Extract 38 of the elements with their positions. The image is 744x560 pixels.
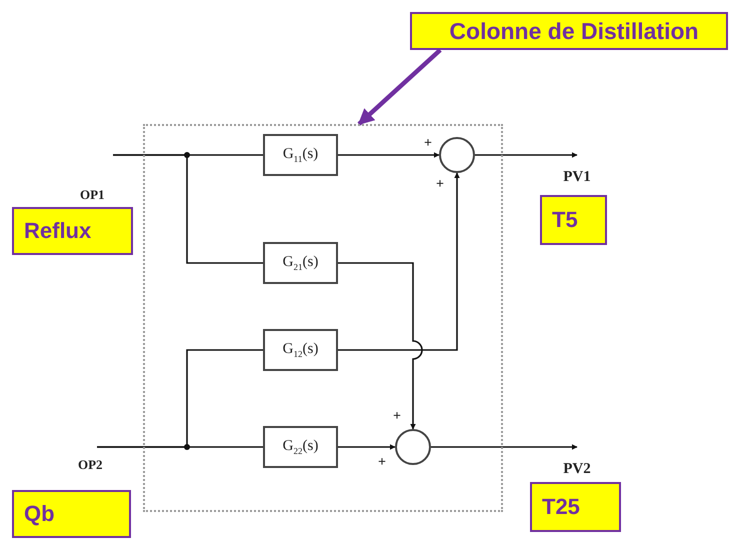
variable-name: Reflux <box>24 218 92 244</box>
transfer-function-label: G$_{22}$(s) <box>282 438 318 456</box>
summing-junction <box>395 429 431 465</box>
transfer-function-label: G$_{11}$(s) <box>282 146 318 164</box>
variable-tag <box>12 490 131 538</box>
variable-name: Qb <box>24 501 55 527</box>
signal-arrow <box>475 152 578 158</box>
title-text: Colonne de Distillation <box>449 18 699 44</box>
signal-name: OP2 <box>78 458 103 471</box>
sign-label: + <box>393 410 401 424</box>
signal-name: PV1 <box>563 170 591 185</box>
transfer-function-block <box>263 242 338 284</box>
transfer-function-block <box>263 134 338 176</box>
transfer-function-label: G$_{21}$(s) <box>282 254 318 272</box>
signal-name: OP1 <box>80 188 105 201</box>
summing-junction <box>439 137 475 173</box>
system-boundary <box>143 124 503 512</box>
pointer-arrow <box>357 48 442 126</box>
signal-arrow <box>338 172 460 351</box>
title-box <box>410 12 728 50</box>
transfer-function-label: G$_{12}$(s) <box>282 341 318 359</box>
sign-label: + <box>378 456 386 470</box>
signal-line <box>97 446 263 448</box>
transfer-function-block <box>263 329 338 371</box>
transfer-function-block <box>263 426 338 468</box>
variable-name: T5 <box>552 207 578 233</box>
signal-arrow <box>338 444 396 450</box>
variable-tag <box>530 482 621 532</box>
variable-tag <box>12 207 133 255</box>
variable-name: T25 <box>542 494 580 520</box>
signal-arrow <box>338 152 440 158</box>
sign-label: + <box>436 178 444 192</box>
signal-arrow <box>338 262 423 430</box>
signal-arrow <box>431 444 578 450</box>
signal-line <box>113 154 263 264</box>
variable-tag <box>540 195 607 245</box>
sign-label: + <box>424 137 432 151</box>
signal-name: PV2 <box>563 462 591 477</box>
